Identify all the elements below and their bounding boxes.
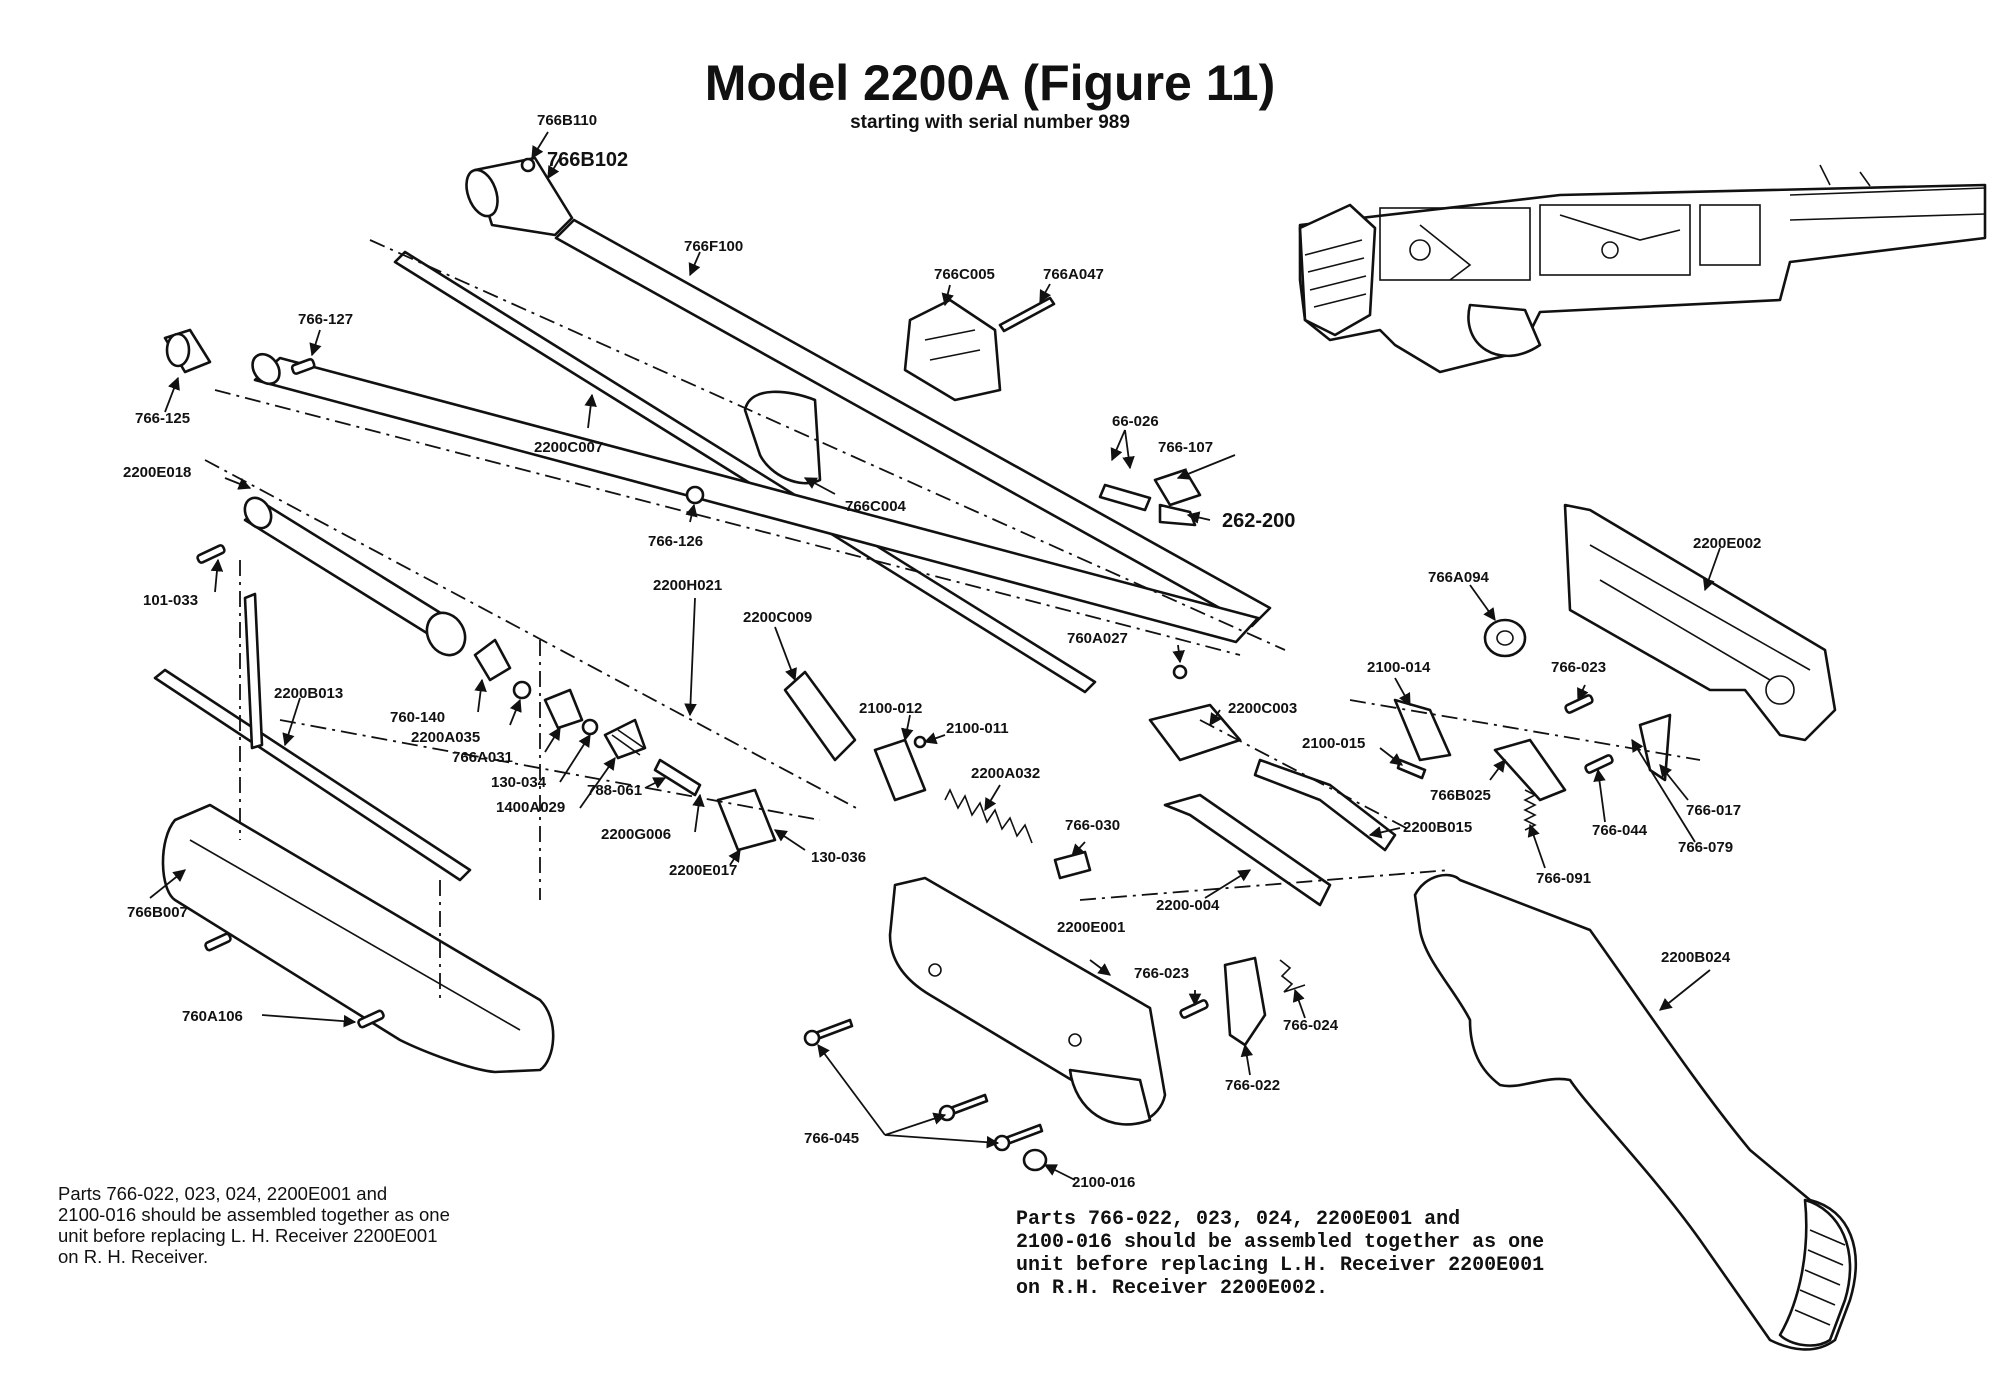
label-1400A029: 1400A029 (496, 799, 565, 816)
label-766-079: 766-079 (1678, 839, 1733, 856)
label-766-045: 766-045 (804, 1130, 859, 1147)
label-2200B024: 2200B024 (1661, 949, 1731, 966)
label-766-044: 766-044 (1592, 822, 1648, 839)
label-760A027: 760A027 (1067, 630, 1128, 647)
label-766B007: 766B007 (127, 904, 188, 921)
label-2100-016: 2100-016 (1072, 1174, 1135, 1191)
label-2100-011: 2100-011 (946, 720, 1009, 737)
label-101-033: 101-033 (143, 592, 198, 609)
stock (1413, 873, 1858, 1351)
barrel-assembly (163, 156, 1286, 694)
label-766B025: 766B025 (1430, 787, 1491, 804)
label-766A094: 766A094 (1428, 569, 1490, 586)
label-130-036: 130-036 (811, 849, 866, 866)
diagram-title: Model 2200A (Figure 11) (705, 55, 1276, 111)
valve-assembly (196, 459, 1092, 900)
label-2200-004: 2200-004 (1156, 897, 1220, 914)
label-760A106: 760A106 (182, 1008, 243, 1025)
label-2200E002: 2200E002 (1693, 535, 1761, 552)
forearm-assembly (153, 560, 555, 1074)
label-2100-012: 2100-012 (859, 700, 922, 717)
trigger-assembly (1098, 468, 1837, 907)
label-766-030: 766-030 (1065, 817, 1120, 834)
label-2200C003: 2200C003 (1228, 700, 1297, 717)
label-766-017: 766-017 (1686, 802, 1741, 819)
label-2200C009: 2200C009 (743, 609, 812, 626)
label-766-023-right: 766-023 (1551, 659, 1606, 676)
label-2200B013: 2200B013 (274, 685, 343, 702)
label-2100-015: 2100-015 (1302, 735, 1365, 752)
label-2100-014: 2100-014 (1367, 659, 1431, 676)
label-66-026: 66-026 (1112, 413, 1159, 430)
label-2200H021: 2200H021 (653, 577, 722, 594)
label-2200G006: 2200G006 (601, 826, 671, 843)
label-766-126: 766-126 (648, 533, 703, 550)
assembly-note-left: Parts 766-022, 023, 024, 2200E001 and 21… (58, 1183, 450, 1267)
label-2200E018: 2200E018 (123, 464, 191, 481)
label-766-022: 766-022 (1225, 1077, 1280, 1094)
label-766C004: 766C004 (845, 498, 907, 515)
label-2200C007: 2200C007 (534, 439, 603, 456)
label-2200A035: 2200A035 (411, 729, 480, 746)
label-766-091: 766-091 (1536, 870, 1591, 887)
label-766-107: 766-107 (1158, 439, 1213, 456)
label-766F100: 766F100 (684, 238, 743, 255)
label-788-061: 788-061 (587, 782, 642, 799)
assembled-receiver-inset (1298, 164, 1987, 374)
label-766-023-left: 766-023 (1134, 965, 1189, 982)
label-766-125: 766-125 (135, 410, 190, 427)
label-130-034: 130-034 (491, 774, 547, 791)
label-262-200: 262-200 (1222, 510, 1295, 532)
label-2200E001: 2200E001 (1057, 919, 1125, 936)
diagram-subtitle: starting with serial number 989 (850, 112, 1130, 133)
label-760-140: 760-140 (390, 709, 445, 726)
label-766A031: 766A031 (452, 749, 513, 766)
leader-lines (149, 131, 1721, 1181)
label-766-127: 766-127 (298, 311, 353, 328)
label-766A047: 766A047 (1043, 266, 1104, 283)
label-2200A032: 2200A032 (971, 765, 1040, 782)
part-labels: 766B110 766B102 766F100 766-127 766-125 … (123, 112, 1761, 1191)
label-766B110: 766B110 (537, 112, 597, 129)
assembly-note-right: Parts 766-022, 023, 024, 2200E001 and 21… (1016, 1208, 1545, 1300)
lh-receiver (803, 869, 1451, 1172)
label-766B102: 766B102 (547, 149, 628, 171)
label-766C005: 766C005 (934, 266, 995, 283)
label-2200B015: 2200B015 (1403, 819, 1472, 836)
label-766-024: 766-024 (1283, 1017, 1339, 1034)
label-2200E017: 2200E017 (669, 862, 737, 879)
